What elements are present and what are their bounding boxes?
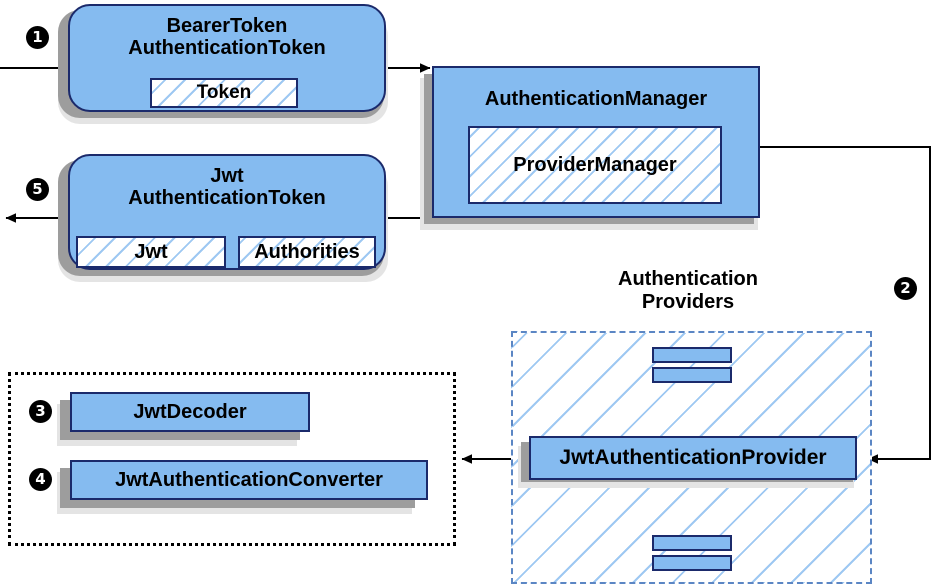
compartment-jwt-label: Jwt: [134, 240, 168, 263]
bearer-token-title-line1: BearerToken: [166, 15, 288, 37]
jwt-authentication-provider-label: JwtAuthenticationProvider: [559, 446, 827, 470]
provider-bar-upper-1: [652, 347, 732, 363]
compartment-authorities: Authorities: [238, 236, 376, 268]
provider-bar-lower-2: [652, 555, 732, 571]
node-jwt-authentication-converter[interactable]: JwtAuthenticationConverter: [70, 460, 428, 500]
step-marker-5: 5: [26, 178, 49, 201]
compartment-provider-manager-label: ProviderManager: [513, 153, 677, 176]
node-jwt-decoder[interactable]: JwtDecoder: [70, 392, 310, 432]
authentication-providers-heading: Authentication Providers: [563, 268, 813, 314]
authentication-manager-title: AuthenticationManager: [484, 88, 708, 110]
step-marker-3: 3: [29, 400, 52, 423]
step-marker-1: 1: [26, 26, 49, 49]
jwt-decoder-label: JwtDecoder: [133, 400, 247, 423]
authentication-providers-heading-line2: Providers: [641, 290, 735, 313]
jwt-helpers-group: [8, 372, 456, 546]
compartment-authorities-label: Authorities: [254, 240, 360, 263]
jwt-token-title-line1: Jwt: [210, 165, 244, 187]
compartment-provider-manager: ProviderManager: [468, 126, 722, 204]
node-jwt-authentication-token[interactable]: Jwt AuthenticationToken: [68, 154, 386, 270]
compartment-token-label: Token: [196, 82, 252, 103]
step-marker-2: 2: [894, 277, 917, 300]
jwt-authentication-converter-label: JwtAuthenticationConverter: [115, 468, 383, 491]
provider-bar-upper-2: [652, 367, 732, 383]
jwt-token-title-line2: AuthenticationToken: [128, 187, 326, 210]
step-marker-4: 4: [29, 468, 52, 491]
node-bearer-token-authentication-token[interactable]: BearerToken AuthenticationToken: [68, 4, 386, 112]
node-jwt-authentication-provider[interactable]: JwtAuthenticationProvider: [529, 436, 857, 480]
compartment-jwt: Jwt: [76, 236, 226, 268]
provider-bar-lower-1: [652, 535, 732, 551]
bearer-token-title-line2: AuthenticationToken: [128, 37, 326, 60]
authentication-providers-heading-line1: Authentication: [618, 268, 758, 290]
compartment-token: Token: [150, 78, 298, 108]
